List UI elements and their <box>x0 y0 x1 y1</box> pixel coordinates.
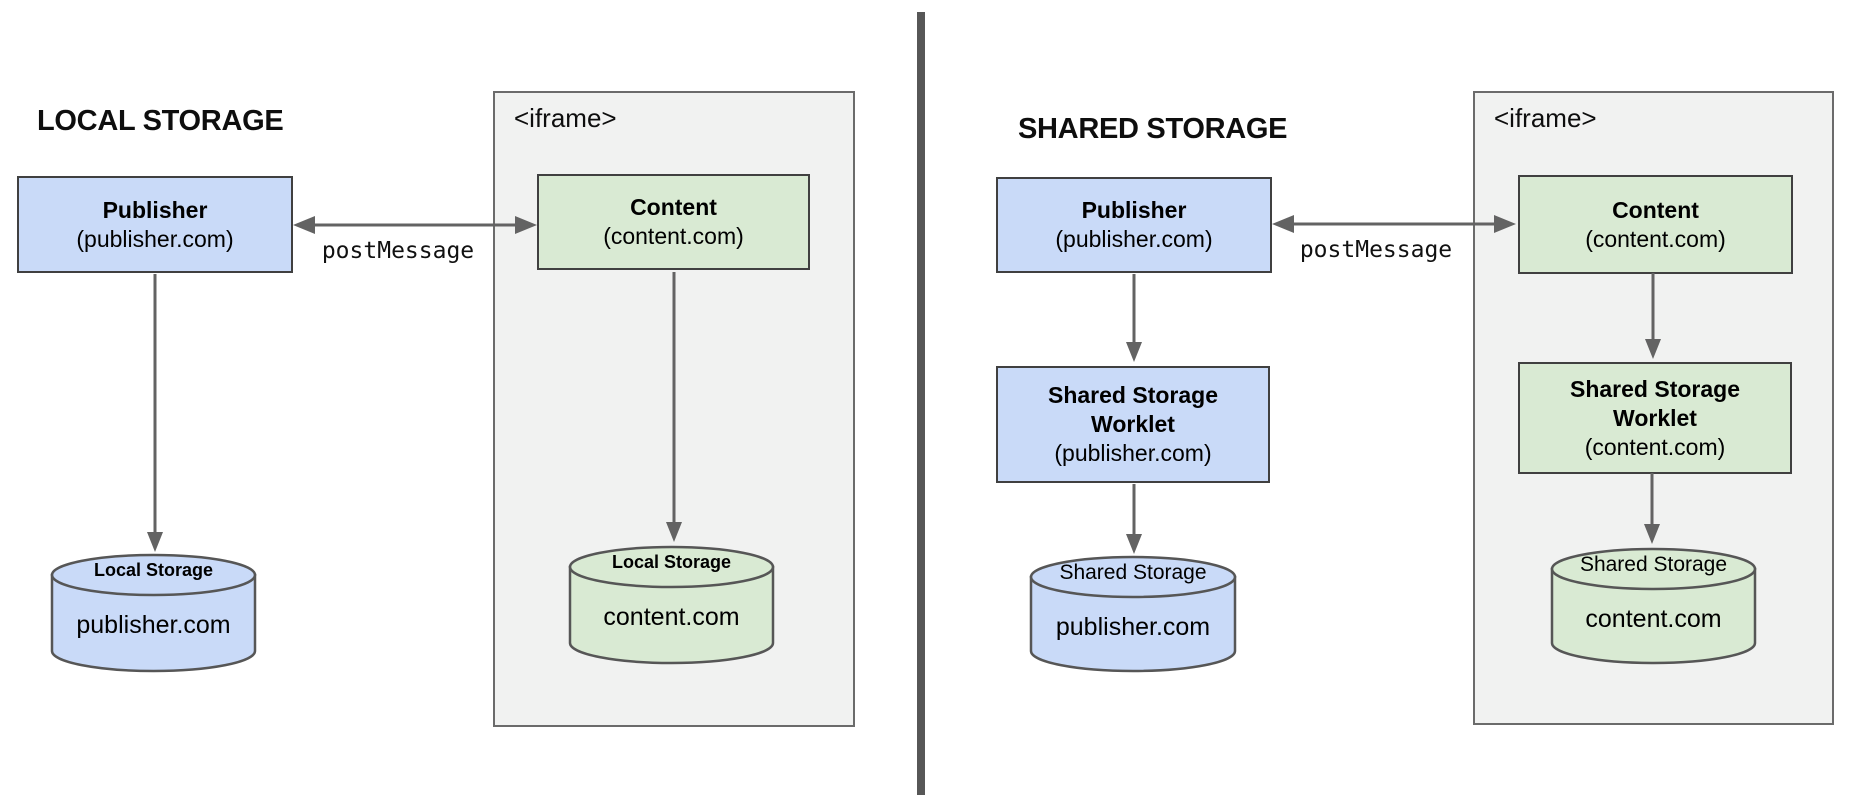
shared-publisher-worklet-line2: Worklet <box>1091 411 1175 437</box>
shared-content-worklet-line1: Shared Storage <box>1570 375 1740 402</box>
local-storage-title: LOCAL STORAGE <box>37 105 284 137</box>
local-content-box: Content (content.com) <box>537 174 810 270</box>
shared-storage-title: SHARED STORAGE <box>1018 113 1288 145</box>
shared-postmessage-label: postMessage <box>1299 237 1453 263</box>
local-postmessage-label: postMessage <box>321 238 475 264</box>
local-content-storage-label: Local Storage <box>611 552 732 572</box>
shared-publisher-worklet-box: Shared Storage Worklet (publisher.com) <box>996 366 1270 483</box>
local-content-name: Content <box>630 194 717 220</box>
cylinder-shape <box>1550 547 1757 665</box>
local-content-storage-domain: content.com <box>603 603 740 631</box>
shared-content-name: Content <box>1612 196 1699 223</box>
local-publisher-domain: (publisher.com) <box>76 225 234 252</box>
local-iframe-label: <iframe> <box>514 103 617 133</box>
shared-content-worklet-domain: (content.com) <box>1584 433 1726 460</box>
shared-content-storage-cylinder: Shared Storage content.com <box>1550 547 1757 671</box>
shared-content-domain: (content.com) <box>1585 225 1726 252</box>
cylinder-shape <box>50 553 257 673</box>
shared-iframe-panel: <iframe> Content (content.com) Shared St… <box>1473 91 1834 725</box>
local-publisher-name: Publisher <box>102 196 208 223</box>
shared-content-worklet-line2: Worklet <box>1613 404 1697 431</box>
cylinder-shape <box>1029 555 1237 673</box>
cylinder-shape <box>568 545 775 665</box>
shared-content-storage-domain: content.com <box>1585 605 1722 633</box>
local-publisher-storage-domain: publisher.com <box>76 611 231 639</box>
shared-publisher-storage-label: Shared Storage <box>1059 561 1207 584</box>
shared-publisher-name: Publisher <box>1081 197 1187 223</box>
shared-publisher-storage-cylinder: Shared Storage publisher.com <box>1029 555 1237 679</box>
shared-iframe-label: <iframe> <box>1494 103 1597 133</box>
local-content-storage-cylinder: Local Storage content.com <box>568 545 775 671</box>
shared-content-worklet-box: Shared Storage Worklet (content.com) <box>1518 362 1792 474</box>
local-publisher-box: Publisher (publisher.com) <box>17 176 293 273</box>
shared-publisher-storage-domain: publisher.com <box>1055 613 1211 641</box>
shared-content-storage-label: Shared Storage <box>1579 553 1728 576</box>
shared-publisher-domain: (publisher.com) <box>1055 226 1213 252</box>
arrow-local-publisher-to-storage <box>147 274 163 552</box>
local-publisher-storage-cylinder: Local Storage publisher.com <box>50 553 257 679</box>
arrow-shared-worklet-to-storage-publisher <box>1126 484 1142 554</box>
section-divider <box>917 12 925 795</box>
shared-publisher-worklet-line1: Shared Storage <box>1048 382 1218 408</box>
arrow-shared-publisher-to-worklet <box>1126 274 1142 362</box>
local-iframe-panel: <iframe> Content (content.com) Local Sto… <box>493 91 855 727</box>
shared-publisher-box: Publisher (publisher.com) <box>996 177 1272 273</box>
shared-publisher-worklet-domain: (publisher.com) <box>1054 440 1212 466</box>
local-content-domain: (content.com) <box>603 223 744 249</box>
shared-content-box: Content (content.com) <box>1518 175 1793 274</box>
local-publisher-storage-label: Local Storage <box>93 560 214 580</box>
